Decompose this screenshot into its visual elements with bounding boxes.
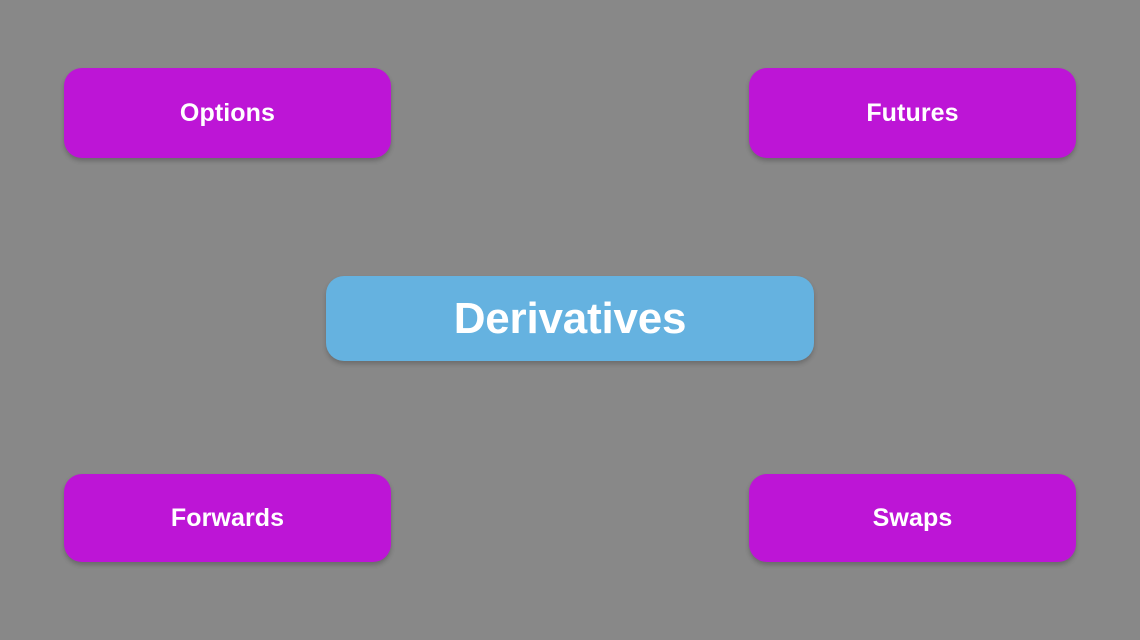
node-options-label: Options	[179, 98, 276, 127]
node-options[interactable]: Options	[64, 68, 391, 158]
node-forwards[interactable]: Forwards	[64, 474, 391, 562]
node-futures-label: Futures	[866, 98, 959, 127]
node-derivatives[interactable]: Derivatives	[326, 276, 814, 361]
node-swaps-label: Swaps	[872, 503, 953, 532]
node-swaps[interactable]: Swaps	[749, 474, 1076, 562]
node-forwards-label: Forwards	[170, 503, 285, 532]
node-derivatives-label: Derivatives	[453, 293, 687, 343]
node-futures[interactable]: Futures	[749, 68, 1076, 158]
